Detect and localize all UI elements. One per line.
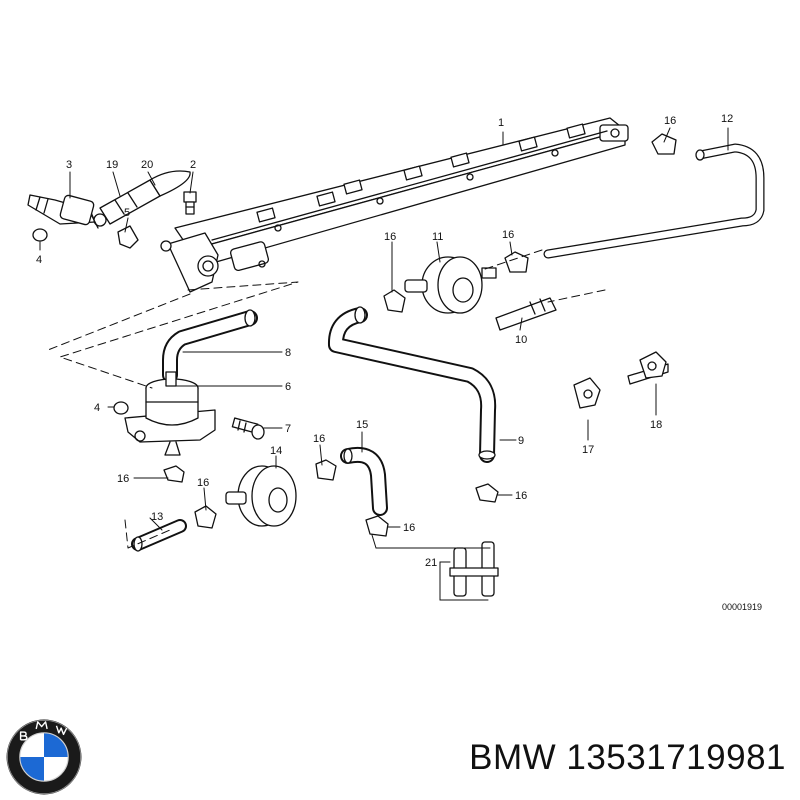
part-caption: BMW 13531719981 [469,738,786,778]
callout-15: 15 [356,419,368,431]
hose-connector-part-10 [495,297,557,331]
callout-1: 1 [498,117,504,129]
callout-6: 6 [285,381,291,393]
callout-labels: 1 2 3 4 5 19 20 12 16 16 11 16 10 8 6 4 … [36,113,762,612]
bracket-clip-part-18 [627,351,669,385]
callout-14: 14 [270,445,282,457]
callout-16-right-damper: 16 [502,229,514,241]
screw-part-7 [231,417,265,440]
callout-16-top-right: 16 [664,115,676,127]
fuel-filter-part-6 [124,371,216,456]
callout-20: 20 [141,159,153,171]
bent-hose-part-15 [340,446,388,516]
brand-name: BMW [469,738,557,777]
callout-17: 17 [582,444,594,456]
fuel-rail-part-1 [160,117,629,293]
callout-16-filter: 16 [117,473,129,485]
hose-part-8 [162,309,258,383]
callout-4-filter: 4 [94,402,100,414]
bmw-logo [6,719,82,795]
assembly-dashed-lines [47,249,606,549]
callout-21: 21 [425,557,437,569]
callout-10: 10 [515,334,527,346]
callout-2: 2 [190,159,196,171]
clip-part-17 [573,377,601,409]
bolt-part-2 [183,191,197,215]
callout-4-injector: 4 [36,254,42,266]
pressure-damper-part-11 [404,256,497,314]
short-hose-part-13 [131,519,187,552]
connector-part-19-20 [91,170,191,229]
callout-8: 8 [285,347,291,359]
callout-16-bent-hose: 16 [403,522,415,534]
diagram-reference-number: 00001919 [722,602,762,612]
callout-11: 11 [432,231,443,243]
feed-hose-part-9 [328,306,497,463]
washer-part-4 [113,401,129,415]
callout-7: 7 [285,423,291,435]
callout-16-left-damper: 16 [384,231,396,243]
callout-9: 9 [518,435,524,447]
callout-16-lower-left: 16 [197,477,209,489]
callout-5: 5 [124,207,130,219]
callout-19: 19 [106,159,118,171]
callout-12: 12 [721,113,733,125]
twin-hose-part-21 [449,541,499,597]
callout-3: 3 [66,159,72,171]
callout-18: 18 [650,419,662,431]
damper-part-14 [225,465,297,527]
callout-leader-lines [39,127,729,601]
callout-16-center: 16 [313,433,325,445]
o-ring-part-4 [32,228,48,242]
callout-16-feed-hose: 16 [515,490,527,502]
return-hose-part-12 [543,143,765,259]
clip-part-5 [117,225,139,249]
part-number: 13531719981 [566,738,786,777]
callout-13: 13 [151,511,163,523]
